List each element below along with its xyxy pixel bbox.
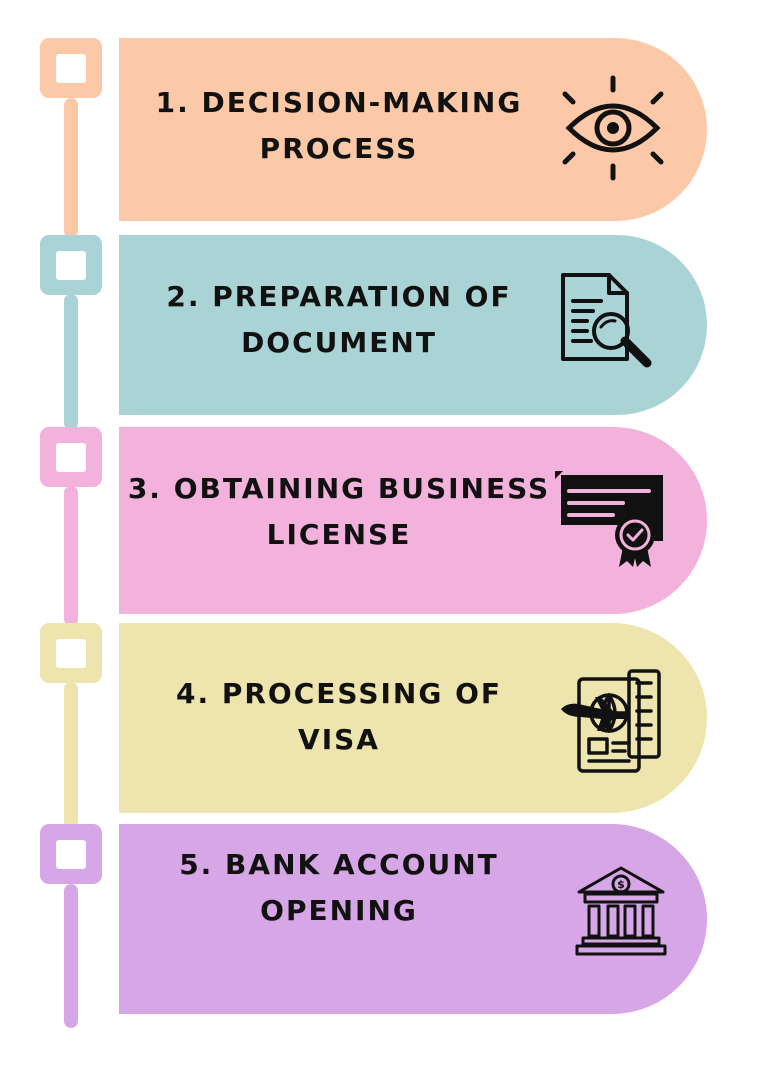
step-title-4-line-2: VISA <box>298 723 380 756</box>
certificate-icon <box>555 471 663 567</box>
passport-icon <box>561 669 661 773</box>
step-title-4-line-1: 4. PROCESSING OF <box>175 677 502 710</box>
step-title-1-line-1: 1. DECISION-MAKING <box>155 86 523 119</box>
timeline-marker-1 <box>40 38 102 98</box>
step-card-3: 3. OBTAINING BUSINESS LICENSE <box>119 427 707 614</box>
step-title-2-line-1: 2. PREPARATION OF <box>166 280 512 313</box>
step-title-3: 3. OBTAINING BUSINESS LICENSE <box>119 466 559 558</box>
step-title-1: 1. DECISION-MAKING PROCESS <box>119 80 559 172</box>
timeline-marker-2 <box>40 235 102 295</box>
step-title-2-line-2: DOCUMENT <box>241 326 437 359</box>
step-title-5: 5. BANK ACCOUNT OPENING <box>119 842 559 934</box>
step-card-1: 1. DECISION-MAKING PROCESS <box>119 38 707 221</box>
step-title-4: 4. PROCESSING OF VISA <box>119 671 559 763</box>
timeline-connector-4 <box>64 682 78 828</box>
timeline-marker-3 <box>40 427 102 487</box>
step-title-3-line-1: 3. OBTAINING BUSINESS <box>127 472 551 505</box>
timeline-connector-5 <box>64 884 78 1028</box>
step-title-5-line-1: 5. BANK ACCOUNT <box>179 848 499 881</box>
step-title-5-line-2: OPENING <box>260 894 418 927</box>
step-title-3-line-2: LICENSE <box>266 518 412 551</box>
step-card-5: 5. BANK ACCOUNT OPENING $ <box>119 824 707 1014</box>
step-title-1-line-2: PROCESS <box>259 132 419 165</box>
timeline-connector-3 <box>64 486 78 626</box>
timeline-connector-1 <box>64 98 78 238</box>
svg-text:$: $ <box>617 878 625 891</box>
bank-icon: $ <box>575 866 667 956</box>
timeline-marker-4 <box>40 623 102 683</box>
step-title-2: 2. PREPARATION OF DOCUMENT <box>119 274 559 366</box>
eye-icon <box>562 75 664 181</box>
document-search-icon <box>561 273 652 368</box>
step-card-4: 4. PROCESSING OF VISA <box>119 623 707 813</box>
timeline-marker-5 <box>40 824 102 884</box>
timeline-connector-2 <box>64 294 78 430</box>
step-card-2: 2. PREPARATION OF DOCUMENT <box>119 235 707 415</box>
